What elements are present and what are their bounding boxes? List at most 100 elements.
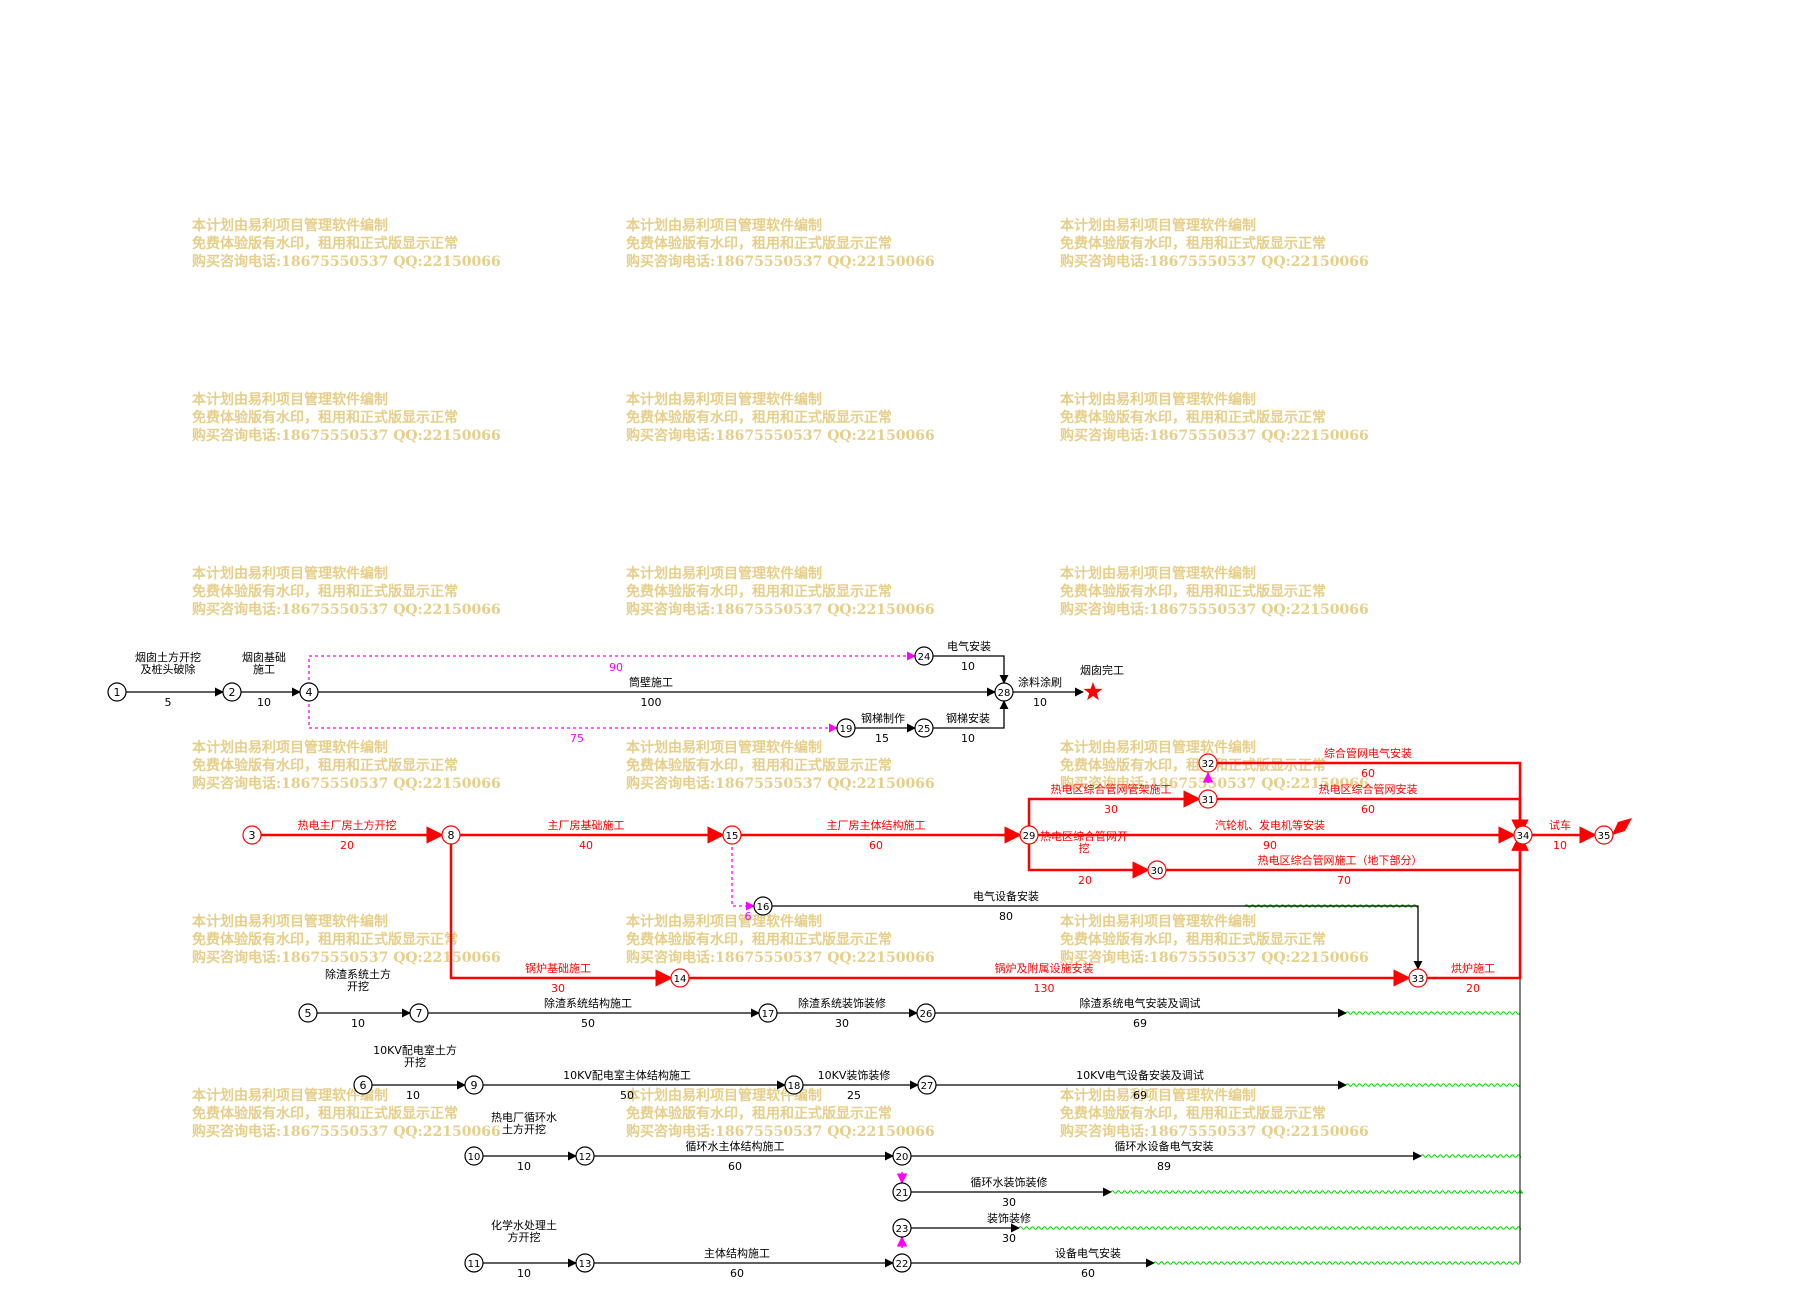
activity-duration: 10 (257, 696, 271, 709)
svg-text:34: 34 (1517, 831, 1530, 842)
activity-duration: 5 (165, 696, 172, 709)
event-node: 5 (298, 1003, 318, 1023)
svg-text:14: 14 (674, 974, 687, 985)
activity-duration: 10 (351, 1017, 365, 1030)
activity-label: 筒壁施工 (629, 675, 673, 689)
activity-duration: 60 (1081, 1267, 1095, 1280)
activity-label: 化学水处理土方开挖 (491, 1218, 557, 1244)
activity-duration: 80 (999, 910, 1013, 923)
event-node: 17 (758, 1003, 778, 1023)
watermark-line: 免费体验版有水印，租用和正式版显示正常 (192, 932, 458, 948)
svg-text:5: 5 (305, 1007, 312, 1020)
activity-label: 热电区综合管网开挖 (1040, 829, 1128, 855)
activity-label: 热电区综合管网安装 (1319, 782, 1418, 796)
activity-duration: 30 (835, 1017, 849, 1030)
activity-arrow (308, 692, 838, 733)
watermark-block: 本计划由易利项目管理软件编制免费体验版有水印，租用和正式版显示正常购买咨询电话:… (192, 391, 501, 445)
event-node: 28 (994, 682, 1014, 702)
activity-duration: 6 (745, 910, 752, 923)
watermark-line: 本计划由易利项目管理软件编制 (1060, 914, 1256, 930)
event-node: 15 (722, 825, 742, 845)
watermark-line: 本计划由易利项目管理软件编制 (1060, 392, 1256, 408)
svg-text:3: 3 (249, 829, 256, 842)
activity-label: 烟囱土方开挖及桩头破除 (135, 650, 201, 676)
activity-duration: 69 (1133, 1089, 1147, 1102)
activity-label: 主厂房基础施工 (548, 819, 625, 832)
activity-duration: 89 (1157, 1160, 1171, 1173)
activity-label: 锅炉基础施工 (525, 962, 591, 975)
watermark-line: 购买咨询电话:18675550537 QQ:22150066 (626, 254, 935, 270)
watermark-block: 本计划由易利项目管理软件编制免费体验版有水印，租用和正式版显示正常购买咨询电话:… (192, 565, 501, 619)
watermark-line: 购买咨询电话:18675550537 QQ:22150066 (192, 254, 501, 270)
event-node: 34 (1513, 825, 1533, 845)
activity-duration: 60 (869, 839, 883, 852)
activity-label: 装饰装修 (987, 1211, 1031, 1225)
activity-duration: 10 (1553, 839, 1567, 852)
watermark-line: 本计划由易利项目管理软件编制 (626, 566, 822, 582)
svg-text:8: 8 (448, 829, 455, 842)
watermark-line: 本计划由易利项目管理软件编制 (626, 1088, 822, 1104)
event-node: 24 (914, 646, 934, 666)
watermark-line: 购买咨询电话:18675550537 QQ:22150066 (192, 428, 501, 444)
activity-label: 综合管网电气安装 (1324, 746, 1412, 760)
watermark-line: 购买咨询电话:18675550537 QQ:22150066 (1060, 1124, 1369, 1140)
activity-label: 10KV配电室主体结构施工 (563, 1068, 691, 1082)
activity-label: 电气设备安装 (973, 889, 1039, 903)
event-node: 20 (892, 1146, 912, 1166)
activity-arrow (449, 835, 673, 987)
event-node: 23 (892, 1218, 912, 1238)
watermark-line: 购买咨询电话:18675550537 QQ:22150066 (626, 950, 935, 966)
activity-label: 试车 (1549, 818, 1571, 832)
watermark-line: 本计划由易利项目管理软件编制 (192, 1088, 388, 1104)
event-node: 26 (916, 1003, 936, 1023)
watermark-block: 本计划由易利项目管理软件编制免费体验版有水印，租用和正式版显示正常购买咨询电话:… (1060, 1087, 1369, 1141)
event-node: 30 (1147, 860, 1167, 880)
activity-duration: 60 (1361, 767, 1375, 780)
watermark-line: 购买咨询电话:18675550537 QQ:22150066 (626, 428, 935, 444)
activity-label: 锅炉及附属设施安装 (995, 961, 1094, 975)
watermark-block: 本计划由易利项目管理软件编制免费体验版有水印，租用和正式版显示正常购买咨询电话:… (1060, 217, 1369, 271)
watermark-line: 免费体验版有水印，租用和正式版显示正常 (192, 1106, 458, 1122)
watermark-line: 本计划由易利项目管理软件编制 (1060, 566, 1256, 582)
activity-label: 循环水主体结构施工 (686, 1139, 785, 1153)
svg-text:22: 22 (896, 1259, 909, 1270)
activity-label: 热电区综合管网施工（地下部分） (1258, 853, 1423, 867)
watermark-line: 免费体验版有水印，租用和正式版显示正常 (626, 236, 892, 252)
watermark-line: 购买咨询电话:18675550537 QQ:22150066 (626, 776, 935, 792)
activity-duration: 60 (730, 1267, 744, 1280)
event-node: 29 (1019, 825, 1039, 845)
activity-label: 设备电气安装 (1055, 1246, 1121, 1260)
watermark-line: 免费体验版有水印，租用和正式版显示正常 (1060, 236, 1326, 252)
watermark-line: 免费体验版有水印，租用和正式版显示正常 (626, 932, 892, 948)
activity-label: 烘炉施工 (1451, 961, 1495, 975)
watermark-line: 购买咨询电话:18675550537 QQ:22150066 (192, 950, 501, 966)
activity-duration: 40 (579, 839, 593, 852)
red-flag-icon (1612, 818, 1632, 835)
watermark-line: 本计划由易利项目管理软件编制 (1060, 1088, 1256, 1104)
watermark-block: 本计划由易利项目管理软件编制免费体验版有水印，租用和正式版显示正常购买咨询电话:… (1060, 391, 1369, 445)
watermark-line: 免费体验版有水印，租用和正式版显示正常 (626, 584, 892, 600)
event-node: 1 (107, 682, 127, 702)
activity-arrow (924, 655, 1009, 684)
milestone-label: 烟囱完工 (1080, 663, 1124, 677)
event-node: 22 (892, 1253, 912, 1273)
svg-text:24: 24 (918, 652, 931, 663)
activity-duration: 50 (620, 1089, 634, 1102)
event-node: 7 (409, 1003, 429, 1023)
activity-label: 电气安装 (947, 639, 991, 653)
activity-label: 烟囱基础施工 (242, 650, 286, 676)
activity-arrows-layer (117, 651, 1597, 1268)
milestones-layer: 烟囱完工 (1080, 663, 1632, 835)
svg-text:19: 19 (840, 724, 853, 735)
activity-duration: 75 (570, 732, 584, 745)
activity-duration: 10 (406, 1089, 420, 1102)
activity-duration: 70 (1337, 874, 1351, 887)
activity-label: 涂料涂刷 (1018, 675, 1062, 689)
event-node: 3 (242, 825, 262, 845)
svg-text:12: 12 (579, 1152, 592, 1163)
event-node: 8 (441, 825, 461, 845)
event-node: 19 (836, 718, 856, 738)
event-node: 11 (464, 1253, 484, 1273)
activity-label: 除渣系统电气安装及调试 (1080, 996, 1201, 1010)
watermark-line: 购买咨询电话:18675550537 QQ:22150066 (192, 602, 501, 618)
